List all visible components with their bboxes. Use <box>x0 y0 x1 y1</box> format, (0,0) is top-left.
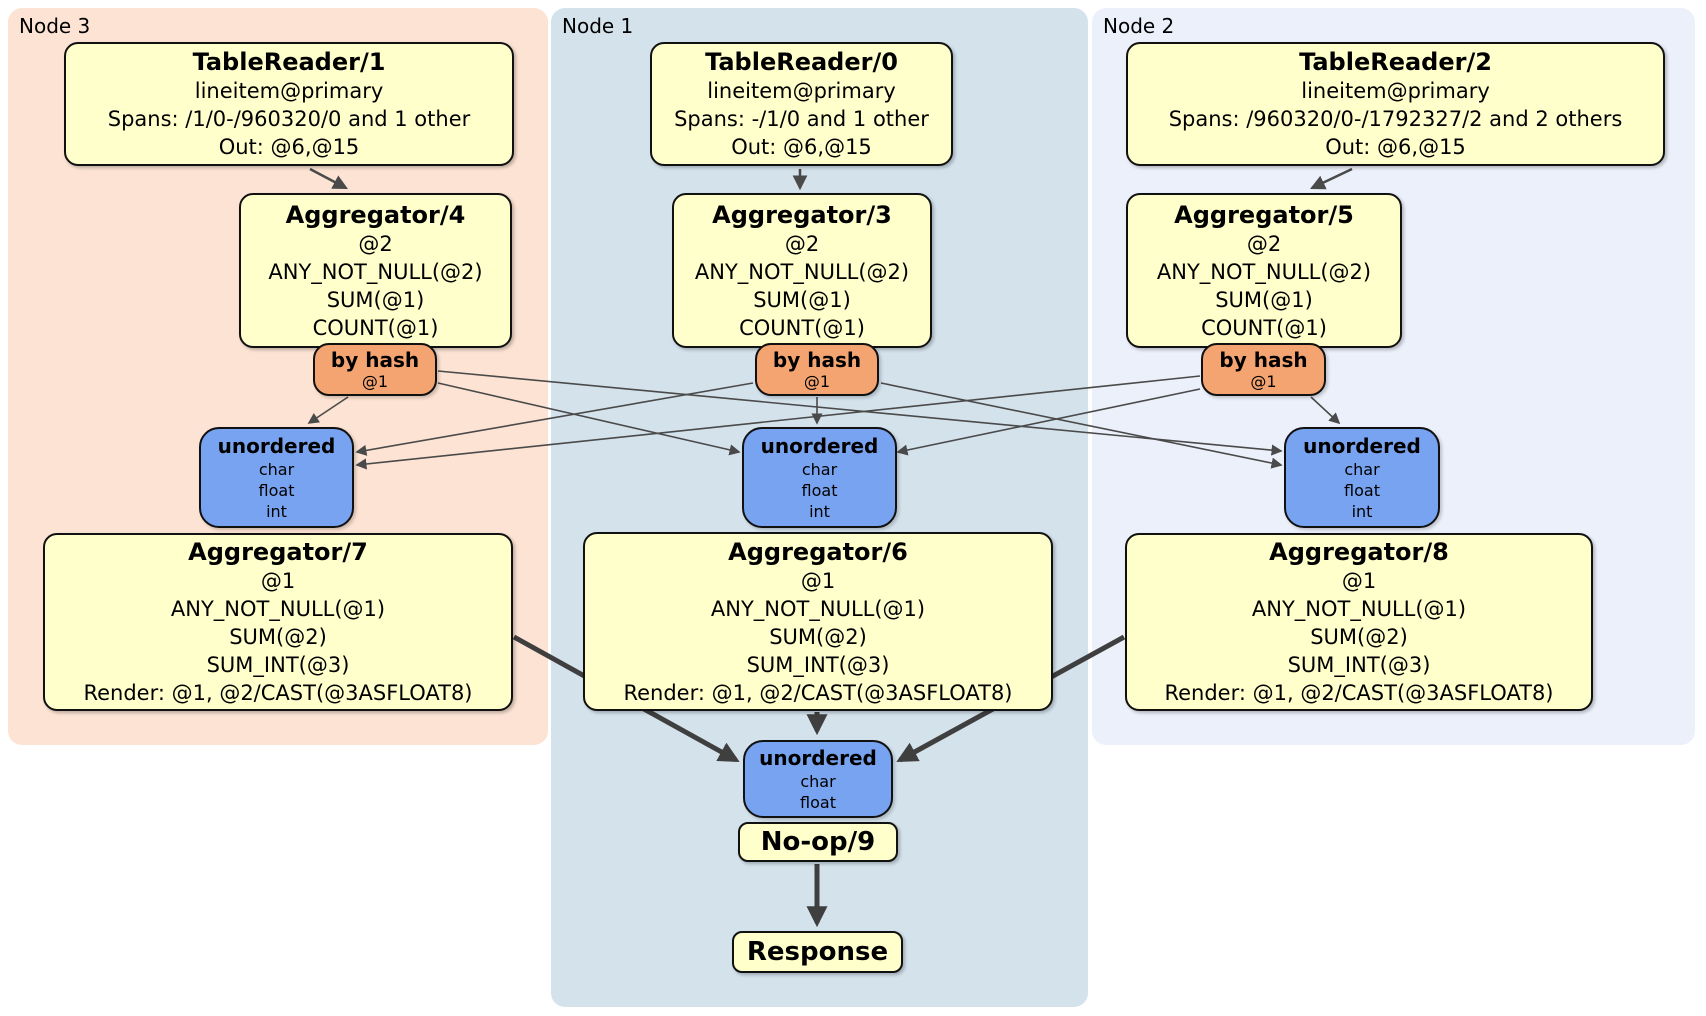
node1-label: Node 1 <box>562 14 634 38</box>
by-hash-router-node3-detail: @1 <box>361 371 389 391</box>
sync-col-type: char <box>1344 459 1380 479</box>
aggregator-4-box: Aggregator/4 @2 ANY_NOT_NULL(@2) SUM(@1)… <box>239 193 512 348</box>
aggregator-6-fn1: ANY_NOT_NULL(@1) <box>710 596 926 621</box>
sync-col-type: int <box>266 501 287 521</box>
aggregator-6-render: Render: @1, @2/CAST(@3ASFLOAT8) <box>623 680 1013 705</box>
tablereader-1-index: lineitem@primary <box>194 79 384 103</box>
aggregator-5-fn3: COUNT(@1) <box>1201 315 1327 340</box>
aggregator-3-fn3: COUNT(@1) <box>739 315 865 340</box>
node3-label: Node 3 <box>19 14 91 38</box>
aggregator-4-fn2: SUM(@1) <box>326 287 425 312</box>
unordered-sync-final-title: unordered <box>759 745 877 770</box>
by-hash-router-node1-title: by hash <box>772 347 862 372</box>
aggregator-8-fn1: ANY_NOT_NULL(@1) <box>1251 597 1467 621</box>
sync-col-type: float <box>800 792 836 812</box>
sync-col-type: float <box>258 480 295 500</box>
tablereader-2-out: Out: @6,@15 <box>1325 135 1466 159</box>
by-hash-router-node2-detail: @1 <box>1250 371 1277 391</box>
response-box: Response <box>732 931 903 973</box>
aggregator-6-title: Aggregator/6 <box>728 537 908 566</box>
aggregator-3-title: Aggregator/3 <box>712 200 892 229</box>
sync-col-type: int <box>1351 501 1373 521</box>
tablereader-1-box: TableReader/1 lineitem@primary Spans: /1… <box>64 42 514 166</box>
aggregator-4-group: @2 <box>358 231 393 256</box>
tablereader-2-title: TableReader/2 <box>1299 48 1492 76</box>
aggregator-7-fn1: ANY_NOT_NULL(@1) <box>170 597 386 621</box>
aggregator-4-fn3: COUNT(@1) <box>312 315 439 340</box>
tablereader-1-title: TableReader/1 <box>192 48 386 76</box>
aggregator-6-box: Aggregator/6 @1 ANY_NOT_NULL(@1) SUM(@2)… <box>583 532 1053 711</box>
aggregator-5-box: Aggregator/5 @2 ANY_NOT_NULL(@2) SUM(@1)… <box>1126 193 1402 348</box>
aggregator-6-fn3: SUM_INT(@3) <box>746 652 890 677</box>
tablereader-2-spans: Spans: /960320/0-/1792327/2 and 2 others <box>1168 107 1623 131</box>
by-hash-router-node3-title: by hash <box>330 347 420 372</box>
sync-col-type: char <box>801 459 838 479</box>
tablereader-1-spans: Spans: /1/0-/960320/0 and 1 other <box>107 107 471 131</box>
sync-col-type: char <box>258 459 295 479</box>
aggregator-5-title: Aggregator/5 <box>1174 200 1354 229</box>
aggregator-6-group: @1 <box>800 568 836 593</box>
noop-box: No-op/9 <box>738 822 898 862</box>
unordered-sync-node1-title: unordered <box>760 433 879 458</box>
aggregator-5-fn2: SUM(@1) <box>1215 287 1313 312</box>
aggregator-8-fn2: SUM(@2) <box>1310 625 1408 649</box>
tablereader-0-spans: Spans: -/1/0 and 1 other <box>674 107 929 131</box>
aggregator-8-render: Render: @1, @2/CAST(@3ASFLOAT8) <box>1164 681 1554 705</box>
aggregator-8-group: @1 <box>1341 569 1377 593</box>
aggregator-6-fn2: SUM(@2) <box>769 624 867 649</box>
aggregator-8-box: Aggregator/8 @1 ANY_NOT_NULL(@1) SUM(@2)… <box>1125 533 1593 711</box>
aggregator-5-group: @2 <box>1246 231 1282 256</box>
noop-title: No-op/9 <box>760 827 876 857</box>
tablereader-2-index: lineitem@primary <box>1301 79 1490 103</box>
unordered-sync-node3-title: unordered <box>217 433 336 458</box>
node2-label: Node 2 <box>1103 14 1175 38</box>
tablereader-0-box: TableReader/0 lineitem@primary Spans: -/… <box>650 42 953 166</box>
aggregator-5-fn1: ANY_NOT_NULL(@2) <box>1156 259 1372 284</box>
sync-col-type: int <box>809 501 830 521</box>
aggregator-3-fn2: SUM(@1) <box>753 287 851 312</box>
unordered-sync-node2-title: unordered <box>1303 433 1421 458</box>
aggregator-4-fn1: ANY_NOT_NULL(@2) <box>268 259 483 284</box>
aggregator-3-box: Aggregator/3 @2 ANY_NOT_NULL(@2) SUM(@1)… <box>672 193 932 348</box>
by-hash-router-node1-detail: @1 <box>803 371 831 391</box>
aggregator-8-fn3: SUM_INT(@3) <box>1287 653 1431 677</box>
tablereader-0-title: TableReader/0 <box>705 48 898 76</box>
aggregator-3-group: @2 <box>784 231 820 256</box>
aggregator-7-group: @1 <box>260 569 296 593</box>
aggregator-7-title: Aggregator/7 <box>188 538 368 566</box>
unordered-sync-node1: unordered char float int <box>742 427 897 528</box>
aggregator-7-fn3: SUM_INT(@3) <box>206 653 350 677</box>
tablereader-2-box: TableReader/2 lineitem@primary Spans: /9… <box>1126 42 1665 166</box>
sync-col-type: float <box>1344 480 1380 500</box>
unordered-sync-final: unordered char float <box>743 740 893 818</box>
tablereader-0-out: Out: @6,@15 <box>731 135 872 159</box>
tablereader-1-out: Out: @6,@15 <box>218 135 360 159</box>
unordered-sync-node2: unordered char float int <box>1284 427 1440 528</box>
by-hash-router-node2-title: by hash <box>1219 347 1308 372</box>
aggregator-7-render: Render: @1, @2/CAST(@3ASFLOAT8) <box>83 681 473 705</box>
aggregator-4-title: Aggregator/4 <box>285 200 466 229</box>
aggregator-8-title: Aggregator/8 <box>1269 538 1449 566</box>
by-hash-router-node3: by hash @1 <box>313 343 437 396</box>
by-hash-router-node1: by hash @1 <box>755 343 879 396</box>
aggregator-7-box: Aggregator/7 @1 ANY_NOT_NULL(@1) SUM(@2)… <box>43 533 513 711</box>
unordered-sync-node3: unordered char float int <box>199 427 354 528</box>
sync-col-type: char <box>800 771 836 791</box>
sync-col-type: float <box>801 480 838 500</box>
tablereader-0-index: lineitem@primary <box>707 79 896 103</box>
aggregator-3-fn1: ANY_NOT_NULL(@2) <box>694 259 910 284</box>
by-hash-router-node2: by hash @1 <box>1201 343 1326 396</box>
response-title: Response <box>746 937 889 967</box>
aggregator-7-fn2: SUM(@2) <box>229 625 327 649</box>
